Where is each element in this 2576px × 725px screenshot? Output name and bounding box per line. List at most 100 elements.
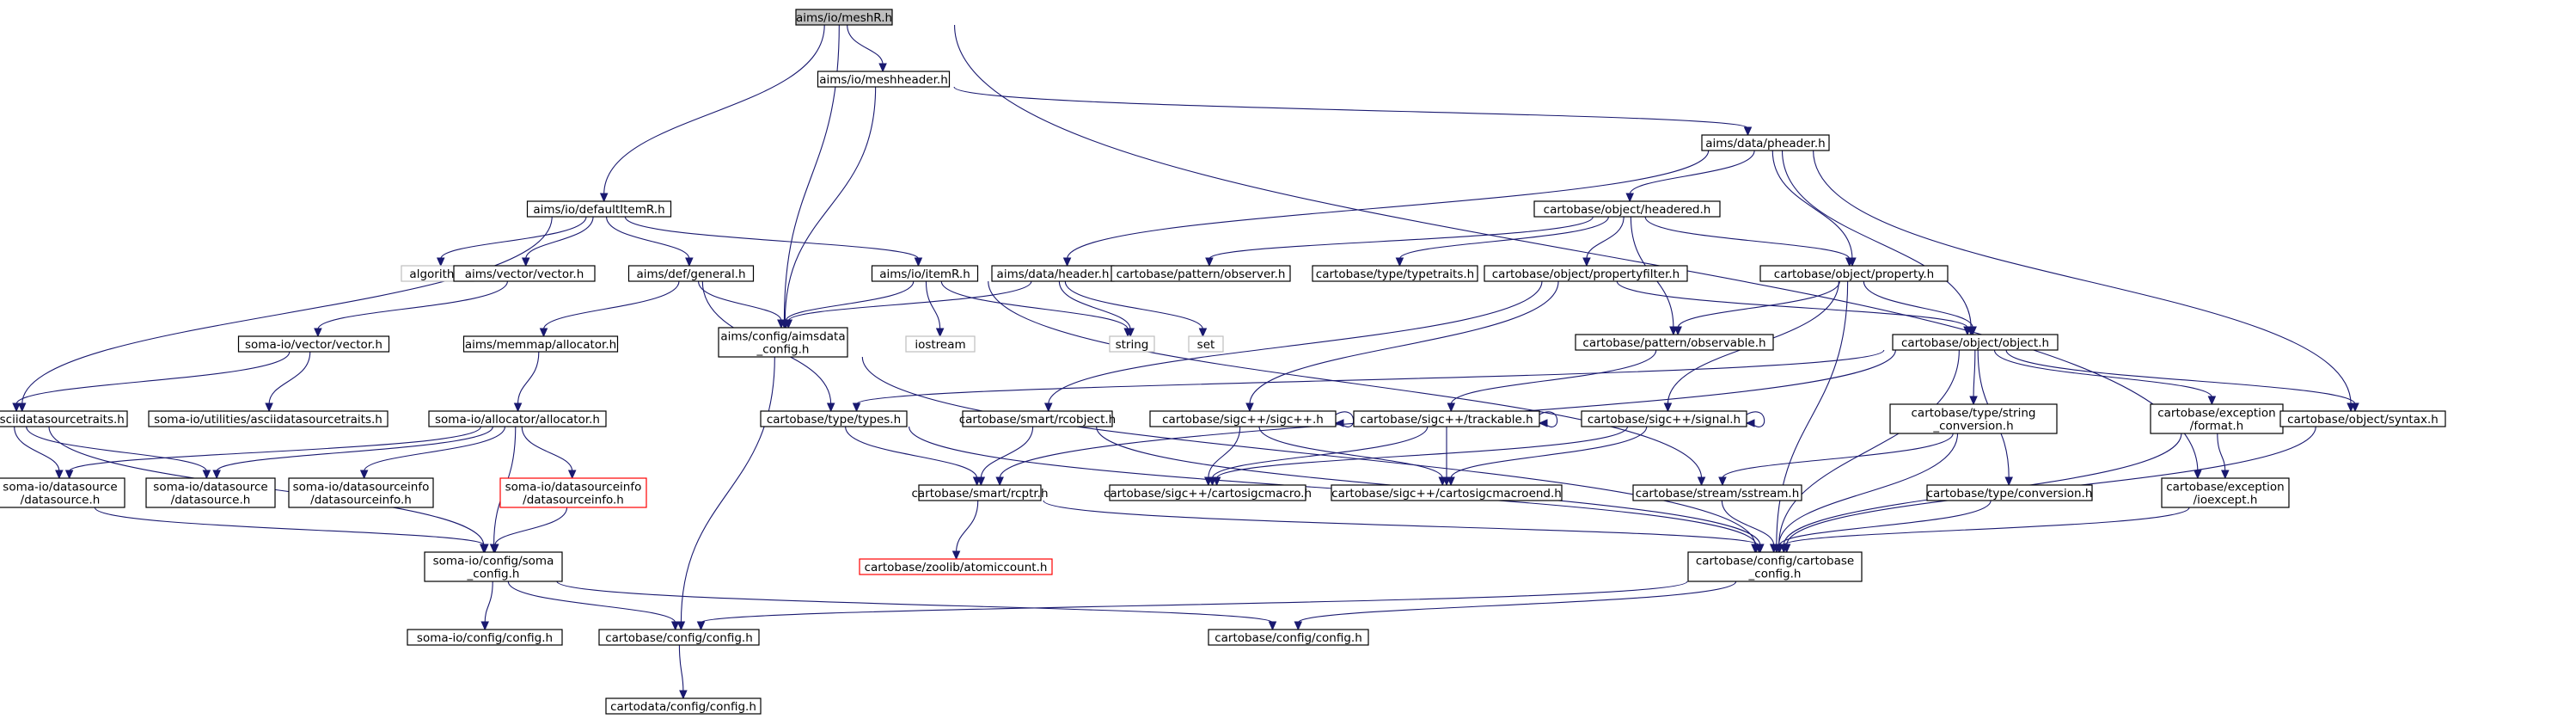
node-box — [0, 477, 125, 508]
graph-node-n17[interactable]: set — [1188, 335, 1224, 353]
edge-line — [14, 426, 60, 472]
graph-node-n13[interactable]: cartobase/object/property.h — [1759, 265, 1949, 282]
node-box — [2150, 403, 2284, 434]
graph-node-n36[interactable]: soma-io/datasourceinfo/datasourceinfo.h — [499, 477, 647, 508]
graph-node-n6[interactable]: aims/vector/vector.h — [453, 265, 596, 282]
graph-node-n47[interactable]: cartobase/config/config.h — [598, 629, 760, 646]
graph-node-n20[interactable]: cartobase/pattern/observable.h — [1575, 334, 1774, 351]
edge-arrowhead — [202, 470, 211, 480]
dependency-edge-n12-n21 — [1616, 280, 1972, 336]
node-label: aims/memmap/allocator.h — [465, 338, 616, 352]
edge-line — [940, 280, 1129, 330]
node-box — [428, 410, 607, 427]
dependency-edge-n18-n23 — [265, 351, 311, 413]
graph-node-n40[interactable]: cartobase/stream/sstream.h — [1632, 484, 1802, 501]
graph-node-n41[interactable]: cartobase/type/conversion.h — [1926, 484, 2093, 501]
edge-arrowhead — [17, 402, 27, 413]
graph-node-n24[interactable]: soma-io/allocator/allocator.h — [428, 410, 607, 427]
edge-arrowhead — [1334, 419, 1344, 427]
graph-node-n16[interactable]: string — [1109, 335, 1155, 353]
graph-node-n3[interactable]: aims/io/defaultItemR.h — [526, 200, 672, 218]
edge-arrowhead — [685, 257, 694, 267]
node-label: soma-io/datasourceinfo — [505, 481, 642, 495]
node-label: cartobase/exception — [2157, 407, 2276, 421]
edge-line — [1616, 280, 1968, 329]
dependency-edge-n21-n45 — [1774, 349, 1960, 554]
node-label: cartobase/smart/rcobject.h — [959, 413, 1117, 427]
graph-node-n33[interactable]: soma-io/datasource/datasource.h — [0, 477, 125, 508]
graph-node-n21[interactable]: cartobase/object/object.h — [1892, 334, 2059, 351]
graph-node-n49[interactable]: cartodata/config/config.h — [605, 697, 762, 715]
graph-node-n18[interactable]: soma-io/vector/vector.h — [237, 335, 390, 353]
node-label: /datasource.h — [171, 494, 251, 507]
graph-node-n27[interactable]: cartobase/sigc++/sigc++.h — [1149, 410, 1337, 427]
node-box — [1484, 265, 1688, 282]
graph-node-n0[interactable]: aims/io/meshR.h — [795, 9, 893, 26]
graph-node-n9[interactable]: aims/data/header.h — [991, 265, 1115, 282]
dependency-edge-n37-n44 — [951, 500, 979, 561]
graph-node-n25[interactable]: cartobase/type/types.h — [760, 410, 908, 427]
graph-node-n26[interactable]: cartobase/smart/rcobject.h — [959, 410, 1117, 427]
graph-node-n19[interactable]: aims/memmap/allocator.h — [462, 335, 619, 353]
graph-node-n28[interactable]: cartobase/sigc++/trackable.h — [1353, 410, 1540, 427]
edge-arrowhead — [995, 476, 1004, 487]
edge-arrowhead — [1969, 396, 1978, 406]
edge-line — [856, 349, 1885, 405]
dependency-edge-n42-n45 — [1779, 507, 2190, 554]
edge-arrowhead — [12, 402, 21, 413]
edge-line — [847, 24, 884, 65]
node-box — [237, 335, 390, 353]
graph-node-n43[interactable]: soma-io/config/soma_config.h — [424, 551, 563, 582]
edge-arrowhead — [1582, 257, 1591, 267]
graph-node-n45[interactable]: cartobase/config/cartobase_config.h — [1687, 551, 1863, 582]
graph-node-n39[interactable]: cartobase/sigc++/cartosigcmacroend.h — [1331, 484, 1563, 501]
graph-node-n14[interactable]: aims/config/aimsdata_config.h — [718, 327, 848, 358]
graph-node-n48[interactable]: cartobase/config/config.h — [1208, 629, 1369, 646]
graph-node-n7[interactable]: aims/def/general.h — [627, 265, 755, 282]
dependency-edge-n2-n4 — [1625, 150, 1755, 203]
node-box — [1892, 334, 2059, 351]
edge-line — [980, 426, 1034, 479]
graph-node-n46[interactable]: soma-io/config/config.h — [407, 629, 563, 646]
dependency-edge-n13-n45 — [1772, 280, 1849, 554]
dependency-edge-n2-n21 — [1781, 150, 1975, 336]
dependency-edge-n31-n42 — [2217, 433, 2230, 480]
graph-node-n2[interactable]: aims/data/pheader.h — [1701, 134, 1830, 151]
node-box — [1149, 410, 1337, 427]
graph-node-n29[interactable]: cartobase/sigc++/signal.h — [1581, 410, 1747, 427]
node-label: cartobase/pattern/observer.h — [1117, 267, 1286, 281]
graph-node-n42[interactable]: cartobase/exception/ioexcept.h — [2161, 477, 2290, 508]
graph-node-n31[interactable]: cartobase/exception/format.h — [2150, 403, 2284, 434]
graph-node-n23[interactable]: soma-io/utilities/asciidatasourcetraits.… — [148, 410, 389, 427]
graph-node-n37[interactable]: cartobase/smart/rcptr.h — [911, 484, 1049, 501]
graph-node-n8[interactable]: aims/io/itemR.h — [871, 265, 979, 282]
graph-node-n30[interactable]: cartobase/type/string_conversion.h — [1889, 403, 2058, 434]
dependency-edge-n9-n16 — [1058, 280, 1135, 338]
dependency-edge-n28-n28 — [1538, 411, 1558, 427]
edge-line — [1778, 500, 1992, 546]
node-label: cartobase/config/cartobase — [1696, 555, 1854, 568]
node-label: set — [1197, 338, 1215, 352]
graph-node-n38[interactable]: cartobase/sigc++/cartosigcmacro.h — [1104, 484, 1312, 501]
graph-node-n44[interactable]: cartobase/zoolib/atomiccount.h — [859, 558, 1053, 575]
edge-line — [21, 216, 553, 405]
graph-node-n15[interactable]: iostream — [905, 335, 976, 353]
graph-node-n35[interactable]: soma-io/datasourceinfo/datasourceinfo.h — [288, 477, 434, 508]
node-label: cartobase/pattern/observable.h — [1582, 336, 1765, 350]
graph-node-n11[interactable]: cartobase/type/typetraits.h — [1312, 265, 1478, 282]
edge-line — [94, 507, 486, 546]
node-label: iostream — [915, 338, 965, 352]
graph-node-n10[interactable]: cartobase/pattern/observer.h — [1111, 265, 1291, 282]
graph-node-n4[interactable]: cartobase/object/headered.h — [1533, 200, 1721, 218]
graph-node-n12[interactable]: cartobase/object/propertyfilter.h — [1484, 265, 1688, 282]
graph-node-n32[interactable]: cartobase/object/syntax.h — [2279, 410, 2446, 427]
node-box — [871, 265, 979, 282]
edge-arrowhead — [1126, 328, 1135, 338]
node-label: string — [1116, 338, 1149, 352]
edge-arrowhead — [951, 550, 961, 561]
graph-node-n22[interactable]: soma-io/utilities/asciidatasourcetraits.… — [0, 410, 128, 427]
graph-node-n1[interactable]: aims/io/meshheader.h — [817, 71, 951, 88]
edge-line — [15, 351, 291, 405]
graph-node-n34[interactable]: soma-io/datasource/datasource.h — [145, 477, 276, 508]
